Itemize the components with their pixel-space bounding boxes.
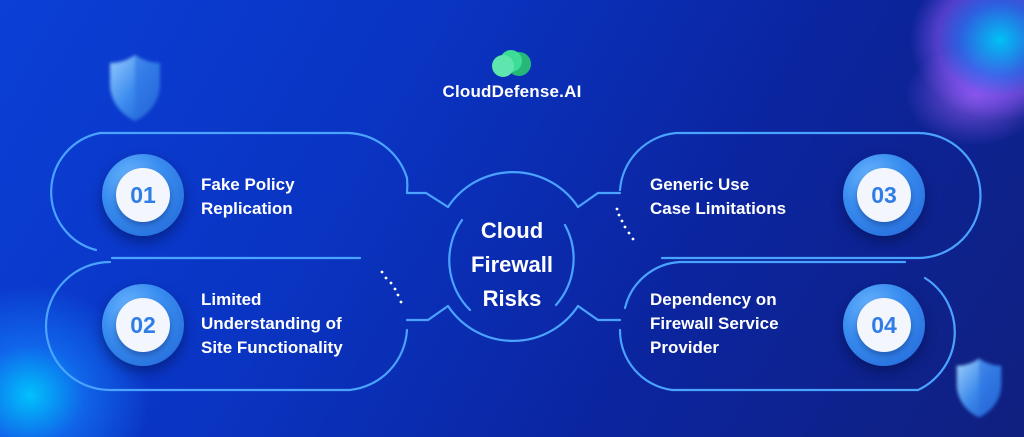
shield-icon: [956, 358, 1002, 418]
badge-number: 01: [116, 168, 170, 222]
risk-item-01: Fake Policy Replication: [201, 173, 295, 221]
risk-item-line: Firewall Service: [650, 314, 779, 333]
card-outline-04-bottom: [618, 328, 920, 392]
center-title-line: Risks: [482, 286, 542, 311]
connector-right-top: [576, 191, 622, 209]
center-arc-top: [446, 171, 580, 209]
brand-logo: CloudDefense.AI: [438, 50, 586, 101]
center-title-line: Cloud: [480, 218, 544, 243]
center-title-line: Firewall: [471, 252, 553, 277]
dotted-arc-left: [380, 270, 403, 304]
center-arc-bottom: [446, 304, 580, 342]
risk-item-line: Provider: [650, 338, 719, 357]
shield-icon: [110, 55, 160, 121]
card-outline-04: [623, 260, 907, 310]
card-outline-02-left: [44, 260, 112, 392]
center-inner-arc-left: [448, 218, 472, 312]
risk-item-line: Replication: [201, 199, 293, 218]
number-badge-02: 02: [102, 284, 184, 366]
dotted-arc-right: [615, 207, 635, 241]
connector-left-top: [405, 191, 450, 209]
connector-left-bottom: [405, 304, 450, 322]
cloud-icon: [492, 50, 531, 77]
risk-item-03: Generic Use Case Limitations: [650, 173, 786, 221]
number-badge-03: 03: [843, 154, 925, 236]
risk-item-line: Dependency on: [650, 290, 777, 309]
badge-number: 04: [857, 298, 911, 352]
badge-number: 03: [857, 168, 911, 222]
risk-item-02: Limited Understanding of Site Functional…: [201, 288, 343, 360]
risk-item-line: Fake Policy: [201, 175, 295, 194]
number-badge-04: 04: [843, 284, 925, 366]
brand-name: CloudDefense.AI: [442, 82, 582, 101]
badge-number: 02: [116, 298, 170, 352]
number-badge-01: 01: [102, 154, 184, 236]
card-outline-02-bottom: [108, 328, 409, 392]
card-outline-01-left: [50, 131, 102, 252]
risk-item-line: Generic Use: [650, 175, 750, 194]
risk-item-line: Case Limitations: [650, 199, 787, 218]
risk-item-line: Site Functionality: [201, 338, 343, 357]
card-outline-01: [98, 131, 409, 180]
connector-right-bottom: [576, 304, 622, 322]
card-outline-04-right: [916, 276, 956, 392]
risk-item-04: Dependency on Firewall Service Provider: [650, 288, 779, 360]
risk-item-line: Understanding of: [201, 314, 342, 333]
risk-item-line: Limited: [201, 290, 262, 309]
center-inner-arc-right: [554, 223, 575, 307]
card-outline-03: [618, 131, 982, 260]
center-title: Cloud Firewall Risks: [452, 214, 572, 316]
